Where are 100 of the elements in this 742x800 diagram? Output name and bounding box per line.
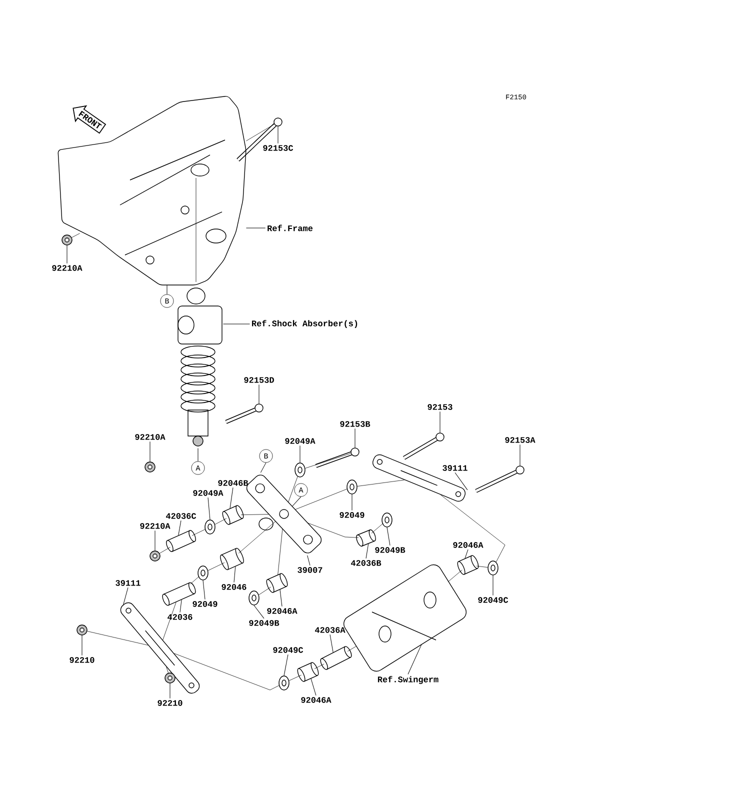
leader-line — [307, 555, 310, 566]
part-number: 92049B — [375, 547, 406, 553]
part-number: Ref.Frame — [268, 224, 313, 232]
assembly-line — [288, 674, 302, 681]
assembly-line — [476, 566, 488, 568]
part-number: 92046A — [301, 697, 332, 703]
leader-line — [254, 605, 264, 619]
washer — [488, 560, 498, 576]
assembly-line — [208, 562, 225, 571]
washer — [382, 512, 392, 528]
assembly-line — [192, 529, 206, 536]
leader-line — [154, 530, 156, 551]
assembly-line — [288, 476, 298, 502]
bushing — [222, 505, 244, 525]
assembly-line — [278, 528, 283, 575]
bushing — [266, 573, 288, 593]
washer — [198, 566, 208, 580]
link-plate — [246, 474, 322, 554]
assembly-line — [371, 524, 383, 534]
leader-line — [464, 549, 468, 559]
bushing — [297, 662, 319, 682]
bushing — [320, 646, 352, 670]
leader-line — [66, 245, 68, 264]
part-number: 92046B — [218, 480, 248, 486]
part-number: 92210A — [52, 265, 82, 271]
leader-line — [180, 600, 182, 613]
leader-line — [454, 472, 468, 490]
assembly-line — [159, 547, 170, 554]
assembly-line — [294, 488, 348, 510]
part-number: 92210 — [158, 700, 182, 706]
washer — [278, 676, 290, 690]
part-number: 92049 — [192, 601, 218, 607]
washer — [248, 590, 260, 606]
bushing — [220, 548, 244, 570]
part-number: Ref.Swingerm — [378, 676, 438, 684]
bolt — [403, 432, 444, 460]
part-number: 92046A — [267, 608, 298, 614]
part-number: 92049 — [340, 512, 364, 518]
leader-line — [284, 654, 288, 676]
rod — [126, 608, 194, 688]
part-number: Ref.Shock Absorber(s) — [252, 320, 358, 328]
part-number: 39111 — [442, 465, 468, 471]
part-number: 92049A — [285, 438, 316, 444]
assembly-line — [305, 453, 352, 468]
leader-line — [166, 284, 168, 295]
leader-line — [230, 487, 234, 509]
leader-line — [234, 566, 236, 583]
leader-line — [178, 520, 182, 536]
leader-line — [208, 497, 210, 520]
part-number: 92210A — [140, 523, 170, 529]
bolt — [225, 404, 264, 424]
leader-line — [202, 580, 206, 600]
leader-line — [292, 496, 302, 507]
leader-line — [330, 634, 334, 653]
part-number: 92153A — [505, 437, 536, 443]
part-number: 42036C — [166, 513, 196, 519]
part-number: 92049B — [249, 620, 280, 626]
part-number: 39111 — [116, 580, 140, 586]
leader-line — [280, 589, 282, 607]
leader-line — [310, 678, 316, 696]
bolt — [315, 448, 360, 468]
nut — [76, 624, 88, 636]
nut — [62, 234, 72, 246]
assembly-line — [238, 521, 276, 554]
washer — [346, 480, 358, 494]
leader-line — [492, 575, 494, 596]
bushing — [457, 555, 479, 575]
assembly-line — [440, 494, 506, 562]
assembly-line — [448, 570, 462, 582]
part-number: 92049A — [193, 490, 224, 496]
assembly-line — [162, 602, 176, 640]
assembly-line — [214, 518, 227, 525]
bushing — [166, 530, 196, 552]
assembly-line — [307, 522, 359, 538]
assembly-line — [190, 576, 199, 584]
assembly-line — [174, 653, 280, 690]
leader-line — [366, 544, 369, 559]
part-number: 42036A — [315, 627, 346, 633]
leader-line — [123, 587, 128, 605]
assembly-line — [347, 646, 357, 652]
part-number: 92153D — [244, 377, 274, 383]
part-number: 92153B — [340, 421, 370, 427]
assembly-line — [166, 666, 168, 674]
part-number: 92210 — [70, 657, 94, 663]
part-number: 42036B — [351, 560, 382, 566]
assembly-line — [357, 480, 405, 486]
bolt — [475, 466, 524, 493]
assembly-line — [240, 514, 270, 516]
washer — [294, 462, 306, 478]
part-number: 92049C — [478, 597, 508, 603]
part-number: 39007 — [298, 567, 322, 573]
part-number: 92046A — [453, 542, 484, 548]
assembly-line — [258, 586, 271, 596]
part-number: 92153C — [263, 145, 294, 151]
leader-line — [386, 527, 390, 546]
leader-line — [258, 384, 260, 404]
leader-line — [354, 428, 356, 448]
assembly-line — [314, 664, 324, 669]
assembly-line — [72, 233, 80, 238]
part-number: 92049C — [273, 647, 304, 653]
